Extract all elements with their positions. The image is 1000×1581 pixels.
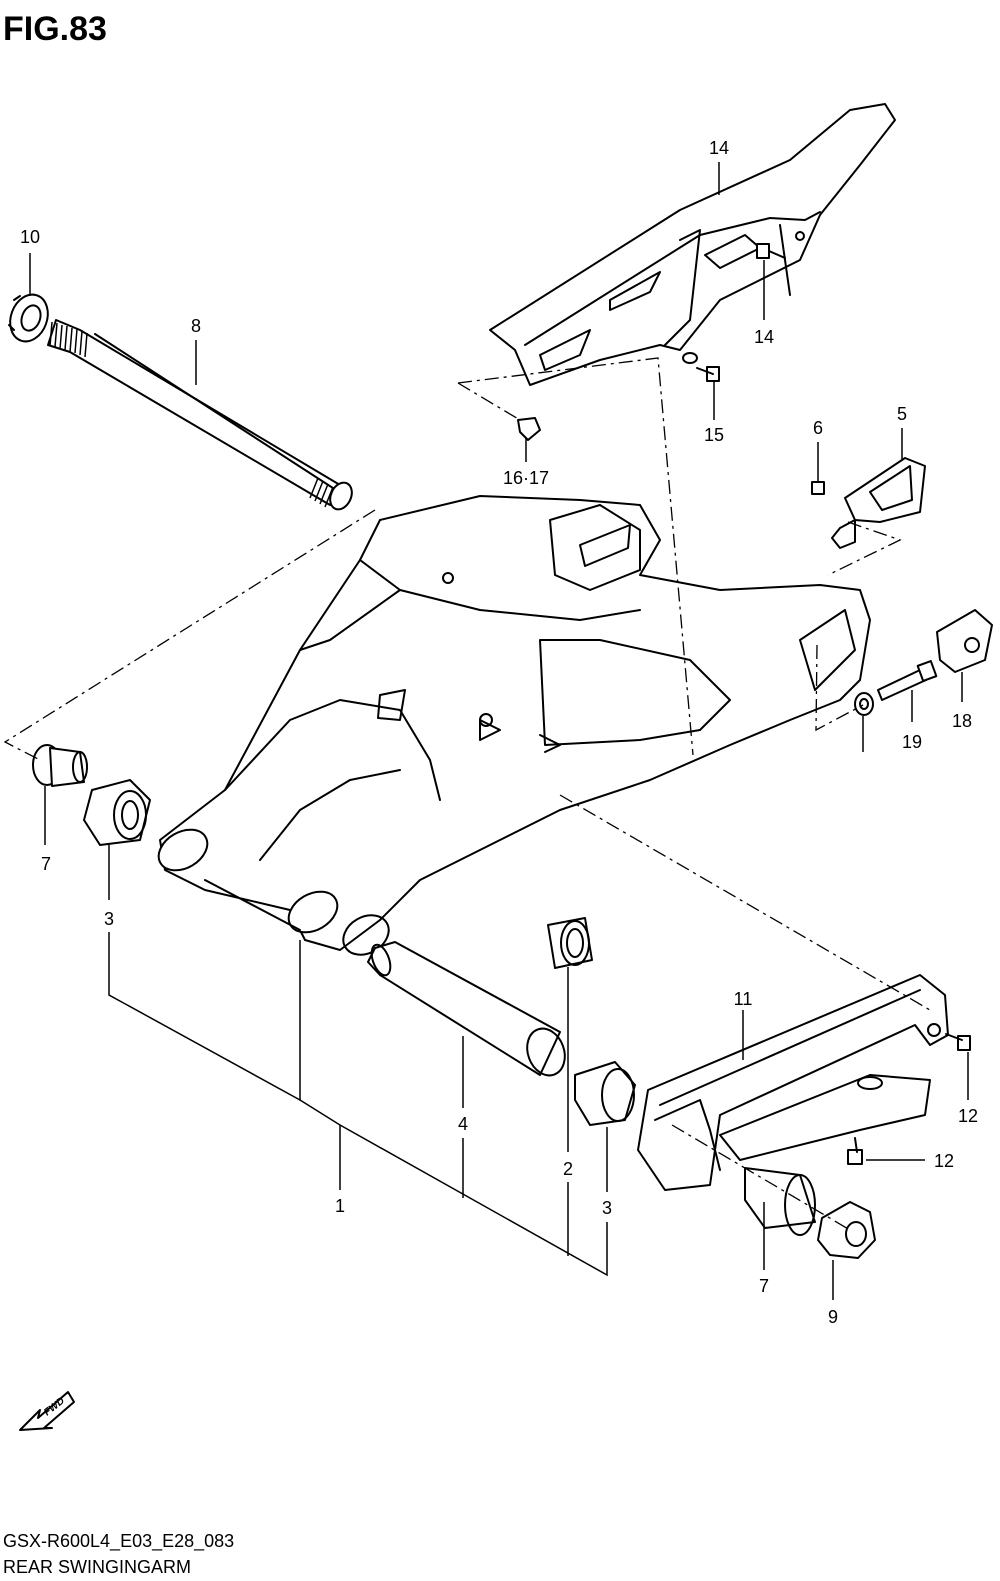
part-chain-cover (489, 103, 896, 386)
part-adjuster-block (936, 609, 993, 673)
callout-6: 6 (813, 418, 823, 438)
part-pivot-nut (817, 1201, 876, 1259)
part-needle-bearing (547, 917, 593, 969)
part-clip (517, 417, 541, 441)
callout-7-right: 7 (759, 1276, 769, 1296)
callout-12-lower: 12 (934, 1151, 954, 1171)
fwd-arrow-icon: FWD (19, 1391, 75, 1431)
callout-12-upper: 12 (958, 1106, 978, 1126)
callout-3-right: 3 (602, 1198, 612, 1218)
part-spacer (367, 941, 566, 1077)
part-adjuster-bolt (877, 660, 938, 701)
callout-7-left: 7 (41, 854, 51, 874)
callout-13: 14 (709, 138, 729, 158)
figure-title: FIG.83 (3, 10, 107, 48)
callout-5: 5 (897, 404, 907, 424)
part-pivot-shaft (47, 319, 353, 511)
part-lock-nut (8, 293, 49, 343)
callout-2: 2 (563, 1159, 573, 1179)
part-collar-left (32, 744, 88, 787)
callout-16-17: 18 (952, 711, 972, 731)
part-collar-right (744, 1167, 816, 1236)
part-swingarm (157, 495, 871, 956)
part-buffer-bolt (847, 1033, 971, 1165)
callout-15: 16·17 (503, 468, 549, 488)
part-sleeve-right (574, 1061, 636, 1126)
callout-11: 11 (734, 989, 753, 1009)
callout-1: 1 (335, 1196, 345, 1216)
callout-3-left: 3 (104, 909, 114, 929)
callout-8: 8 (191, 316, 201, 336)
callout-14-lower: 15 (704, 425, 724, 445)
part-sleeve-left (83, 779, 151, 846)
callout-18: 19 (902, 732, 922, 752)
part-adjuster-plate (811, 457, 926, 549)
callout-10: 10 (20, 227, 40, 247)
part-cover-bolt (696, 243, 786, 382)
callout-14-upper: 14 (754, 327, 774, 347)
part-chain-buffer (637, 974, 949, 1191)
figure-code: GSX-R600L4_E03_E28_083 (3, 1531, 234, 1552)
reference-lines (3, 357, 931, 1231)
callout-4: 4 (458, 1114, 468, 1134)
callouts: 10 8 14 14 15 16·17 6 5 18 19 7 3 4 1 2 … (20, 138, 978, 1327)
leader-lines (29, 162, 969, 1300)
figure-name: REAR SWINGINGARM (3, 1557, 191, 1577)
part-adjuster-nut (854, 692, 874, 716)
callout-9: 9 (828, 1307, 838, 1327)
